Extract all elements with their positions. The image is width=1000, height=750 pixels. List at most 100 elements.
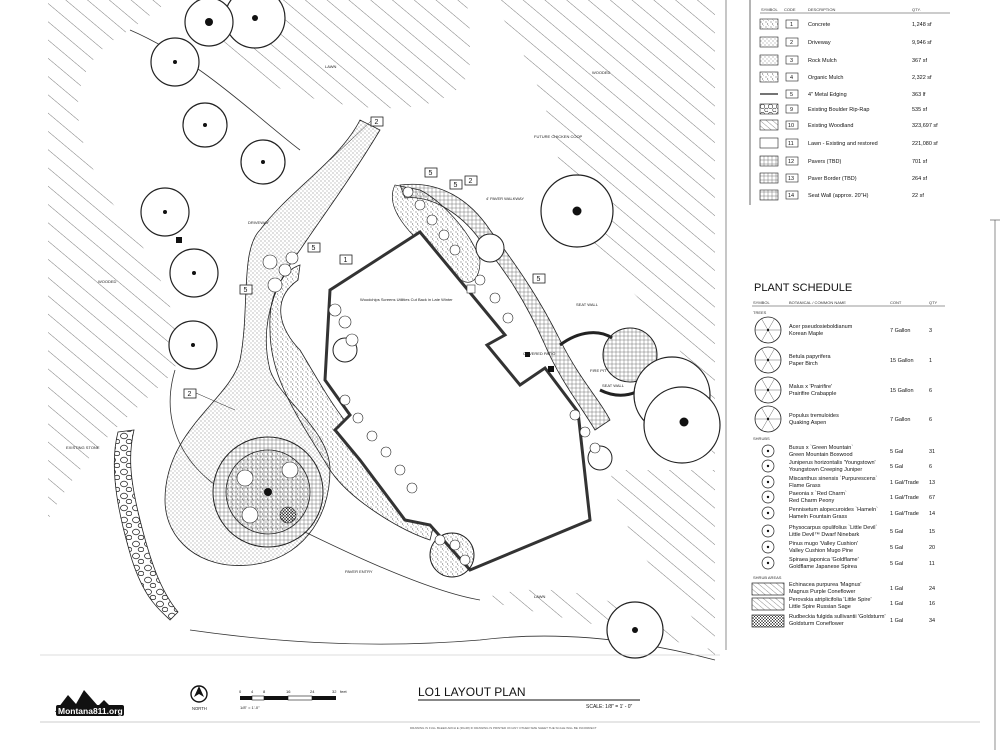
label-existing-stone: EXISTING STONE [66, 445, 100, 450]
area-swatch [751, 614, 785, 628]
plant-botanical: Miscanthus sinensis `Purpurescens` [789, 476, 878, 482]
plant-botanical: Malus x 'Prairifire' [789, 384, 832, 390]
plant-common: Red Charm Peony [789, 498, 834, 504]
callout-5-d: 5 [454, 182, 458, 189]
legend-symbol-swatch [759, 155, 779, 167]
plant-cont: 5 Gal [890, 561, 903, 567]
plant-qty: 24 [929, 586, 935, 592]
plant-cont: 1 Gal/Trade [890, 511, 919, 517]
legend-description: Rock Mulch [808, 58, 837, 64]
callout-5-e: 5 [537, 276, 541, 283]
legend-code: 5 [790, 92, 793, 98]
plant-row-shrub: Pennisetum alopecuroides `Hameln`Hameln … [761, 506, 935, 520]
title-block: Montana811.org NORTH 0 4 8 16 24 32 feet… [40, 654, 980, 730]
plant-common: Quaking Aspen [789, 420, 826, 426]
legend-code: 4 [790, 75, 793, 81]
sheet-scale: SCALE: 1/8" = 1' - 0" [586, 704, 633, 710]
label-wooded-left: WOODED [98, 279, 117, 284]
existing-stone-riprap [113, 429, 179, 621]
plant-qty: 3 [929, 328, 932, 334]
legend-code: 13 [788, 176, 794, 182]
north-label: NORTH [192, 706, 207, 711]
north-arrow: NORTH [190, 685, 208, 711]
ps-header-name: BOTANICAL / COMMON NAME [789, 300, 846, 305]
plant-common: Korean Maple [789, 331, 823, 337]
plant-cont: 5 Gal [890, 529, 903, 535]
plant-common: Hameln Fountain Grass [789, 514, 847, 520]
plant-cont: 7 Gallon [890, 417, 911, 423]
legend-qty: 221,080 sf [912, 141, 938, 147]
legend-code-box [785, 104, 799, 114]
label-paver-entry: PAVER ENTRY [345, 569, 373, 574]
legend-description: Driveway [808, 40, 831, 46]
callout-2-right: 2 [469, 178, 473, 185]
plant-cont: 1 Gal/Trade [890, 495, 919, 501]
ps-header-qty: QTY [929, 300, 938, 305]
tree-symbols [140, 0, 721, 659]
plant-row-shrub: Buxus x `Green Mountain`Green Mountain B… [761, 444, 935, 458]
plant-row-area: Echinacea purpurea 'Magnus'Magnus Purple… [751, 582, 935, 596]
plant-qty: 13 [929, 480, 935, 486]
plant-cont: 1 Gal [890, 586, 903, 592]
legend-qty: 2,322 sf [912, 75, 932, 81]
scale-tick-8: 8 [263, 689, 266, 694]
plant-botanical: Betula papyrifera [789, 354, 832, 360]
plant-botanical: Pennisetum alopecuroides `Hameln` [789, 507, 878, 513]
plant-qty: 6 [929, 464, 932, 470]
callout-tags: 2 2 5 5 1 5 5 2 5 [183, 116, 546, 411]
plant-qty: 6 [929, 388, 932, 394]
legend-description: Seat Wall (approx. 20"H) [808, 193, 869, 199]
plant-schedule-title: PLANT SCHEDULE [754, 282, 852, 294]
woodland-area-lower [480, 589, 715, 660]
legend-qty: 363 lf [912, 92, 926, 98]
plant-botanical: Juniperus horizontalis 'Youngstown' [789, 460, 876, 466]
legend-code: 2 [790, 40, 793, 46]
plant-qty: 1 [929, 358, 932, 364]
legend-description: Paver Border (TBD) [808, 176, 857, 182]
legend-description: 4" Metal Edging [808, 92, 847, 98]
callout-2-left: 2 [188, 391, 192, 398]
plant-common: Magnus Purple Coneflower [789, 589, 856, 595]
sheet-title: LAYOUT PLAN [444, 685, 526, 699]
woodland-area-bottom [610, 470, 715, 650]
ps-trees-label: TREES [753, 310, 767, 315]
plant-common: Valley Cushion Mugo Pine [789, 548, 853, 554]
legend-description: Lawn - Existing and restored [808, 141, 878, 147]
label-paver-walkway: 4' PAVER WALKWAY [486, 196, 524, 201]
logo-text: Montana811.org [58, 706, 123, 716]
plant-common: Flame Grass [789, 483, 821, 489]
legend-symbol-swatch [759, 103, 779, 115]
plant-cont: 1 Gal [890, 601, 903, 607]
legend-header-symbol: SYMBOL [761, 7, 778, 12]
label-lawn-top: LAWN [325, 64, 337, 69]
plant-cont: 15 Gallon [890, 358, 914, 364]
plant-cont: 5 Gal [890, 464, 903, 470]
plant-row-shrub: Pinus mugo 'Valley Cushion'Valley Cushio… [761, 540, 935, 554]
label-screen-note: Woodchips Screens Utilities Cut Back in … [360, 297, 453, 302]
plant-row-shrub: Spiraea japonica 'Goldflame'Goldflame Ja… [761, 556, 935, 570]
plant-botanical: Echinacea purpurea 'Magnus' [789, 582, 861, 588]
plant-qty: 11 [929, 561, 935, 567]
scale-tick-feet: feet [340, 689, 348, 694]
legend-header-qty: QTY. [912, 7, 921, 12]
plant-botanical: Spiraea japonica 'Goldflame' [789, 557, 859, 563]
label-fire-pit: FIRE PIT [590, 368, 607, 373]
plant-common: Little Spire Russian Sage [789, 604, 851, 610]
ps-areas-label: SHRUB AREAS [753, 575, 782, 580]
label-future-chicken-coop: FUTURE CHICKEN COOP [534, 134, 583, 139]
plant-row-area: Perovskia atriplicifolia 'Little Spire'L… [751, 597, 935, 611]
plant-cont: 1 Gal [890, 618, 903, 624]
woodland-area-left [48, 0, 177, 520]
legend-qty: 1,248 sf [912, 22, 932, 28]
montana811-logo: Montana811.org [55, 690, 124, 716]
plant-cont: 7 Gallon [890, 328, 911, 334]
legend-code-box [785, 138, 799, 148]
